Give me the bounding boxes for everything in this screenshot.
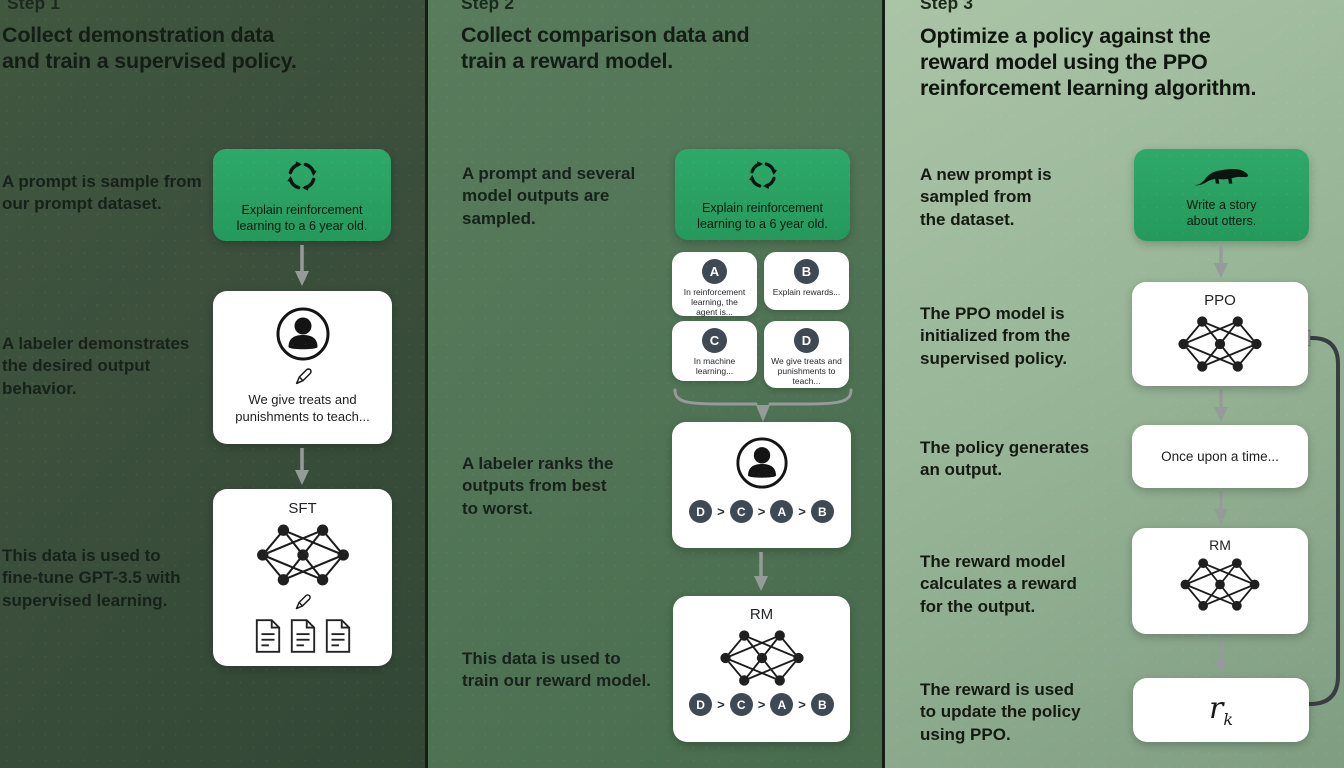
- rank-badge-2: C: [729, 693, 753, 716]
- step1-caption-sft: This data is used to fine-tune GPT-3.5 w…: [2, 546, 181, 610]
- reward-symbol: r: [1208, 691, 1224, 726]
- down-arrow: [754, 552, 768, 591]
- step1-labeler-card-text: We give treats and punishments to teach.…: [235, 392, 370, 424]
- rank-badge-4: B: [810, 693, 834, 716]
- person-icon: [276, 307, 329, 361]
- down-arrow: [1214, 389, 1228, 422]
- document-icon: [290, 619, 315, 653]
- document-icon: [255, 619, 280, 653]
- output-badge-d: D: [794, 328, 819, 353]
- sft-model-label: SFT: [288, 500, 317, 517]
- output-badge-a: A: [702, 259, 727, 284]
- reward-value: rk: [1209, 691, 1233, 729]
- step3-output-card-text: Once upon a time...: [1161, 448, 1279, 464]
- ranking-row: D > C > A > B: [689, 693, 834, 716]
- person-icon: [735, 437, 788, 489]
- pencil-icon: [295, 594, 311, 610]
- step3-rm-card: RM: [1132, 528, 1308, 634]
- down-arrow: [295, 245, 309, 286]
- step1-prompt-card-text: Explain reinforcement learning to a 6 ye…: [236, 202, 368, 233]
- documents-row: [254, 618, 352, 654]
- converge-bracket: [673, 388, 853, 422]
- rank-badge-2: C: [729, 500, 753, 523]
- rank-separator: >: [717, 697, 725, 712]
- output-card-a: A In reinforcement learning, the agent i…: [672, 252, 757, 318]
- step3-caption-reward: The reward model calculates a reward for…: [920, 552, 1077, 616]
- ppo-model-label: PPO: [1204, 292, 1236, 309]
- output-card-d: D We give treats and punishments to teac…: [764, 321, 849, 388]
- cycle-icon: [748, 161, 777, 189]
- step3-caption-output: The policy generates an output.: [920, 438, 1090, 480]
- rank-separator: >: [717, 504, 725, 519]
- step2-rm-card: RM D > C > A: [673, 596, 850, 742]
- step3-ppo-card: PPO: [1132, 282, 1308, 386]
- step2-ranking-card: D > C > A > B: [672, 422, 851, 548]
- step3-prompt-card-text: Write a story about otters.: [1186, 197, 1257, 228]
- rank-separator: >: [757, 504, 766, 519]
- step1-heading: Collect demonstration data and train a s…: [2, 23, 297, 74]
- output-card-c: C In machine learning...: [672, 321, 757, 381]
- document-icon: [325, 619, 350, 653]
- step3-caption-update: The reward is used to update the policy …: [920, 680, 1081, 744]
- step1-labeler-card: We give treats and punishments to teach.…: [213, 291, 392, 444]
- output-text-d: We give treats and punishments to teach.…: [771, 356, 842, 387]
- step3-column: Step 3 Optimize a policy against the rew…: [884, 0, 1344, 768]
- rank-badge-3: A: [770, 500, 794, 523]
- step1-sft-card: SFT: [213, 489, 392, 666]
- rank-badge-1: D: [689, 500, 713, 523]
- step2-prompt-card: Explain reinforcement learning to a 6 ye…: [675, 149, 850, 240]
- rank-badge-1: D: [689, 693, 713, 716]
- pencil-icon: [295, 368, 312, 385]
- output-text-a: In reinforcement learning, the agent is.…: [683, 287, 746, 318]
- neural-network-icon: [1178, 316, 1262, 372]
- step1-caption-labeler: A labeler demonstrates the desired outpu…: [2, 334, 190, 398]
- step2-caption-sampled: A prompt and several model outputs are s…: [462, 164, 636, 228]
- rank-separator: >: [798, 504, 806, 519]
- step2-heading: Collect comparison data and train a rewa…: [461, 23, 750, 74]
- rank-badge-3: A: [770, 693, 794, 716]
- down-arrow: [1214, 491, 1228, 524]
- step1-caption-prompt: A prompt is sample from our prompt datas…: [2, 172, 202, 214]
- rank-separator: >: [757, 697, 766, 712]
- step2-prompt-card-text: Explain reinforcement learning to a 6 ye…: [697, 201, 828, 231]
- rank-badge-4: B: [810, 500, 834, 523]
- output-card-b: B Explain rewards...: [764, 252, 849, 310]
- reward-subscript: k: [1223, 710, 1234, 729]
- step2-caption-ranks: A labeler ranks the outputs from best to…: [462, 454, 614, 518]
- rm-model-label: RM: [1209, 537, 1231, 553]
- step1-prompt-card: Explain reinforcement learning to a 6 ye…: [213, 149, 391, 241]
- step2-column: Step 2 Collect comparison data and train…: [427, 0, 884, 768]
- output-badge-b: B: [794, 259, 819, 284]
- step1-column: Step 1 Collect demonstration data and tr…: [0, 0, 427, 768]
- step3-label: Step 3: [920, 0, 974, 13]
- rm-model-label: RM: [749, 606, 774, 623]
- rank-separator: >: [798, 697, 806, 712]
- neural-network-icon: [1180, 558, 1260, 611]
- step3-reward-card: rk: [1133, 678, 1309, 742]
- step2-label: Step 2: [461, 0, 515, 13]
- ranking-row: D > C > A > B: [689, 500, 834, 523]
- step3-caption-ppo: The PPO model is initialized from the su…: [920, 304, 1071, 368]
- step3-output-card: Once upon a time...: [1132, 425, 1308, 488]
- cycle-icon: [287, 160, 317, 191]
- down-arrow: [1214, 245, 1228, 278]
- column-divider: [425, 0, 428, 768]
- step1-label: Step 1: [7, 0, 61, 13]
- step3-caption-prompt: A new prompt is sampled from the dataset…: [920, 165, 1052, 229]
- down-arrow: [295, 448, 309, 485]
- neural-network-icon: [719, 630, 804, 686]
- otter-icon: [1193, 168, 1248, 185]
- output-badge-c: C: [702, 328, 727, 353]
- output-text-c: In machine learning...: [693, 356, 736, 377]
- step3-heading: Optimize a policy against the reward mod…: [920, 24, 1257, 101]
- output-text-b: Explain rewards...: [772, 287, 841, 297]
- step3-prompt-card: Write a story about otters.: [1134, 149, 1309, 241]
- neural-network-icon: [256, 524, 349, 586]
- step2-caption-train: This data is used to train our reward mo…: [462, 649, 651, 691]
- down-arrow: [1214, 638, 1228, 675]
- column-divider: [882, 0, 885, 768]
